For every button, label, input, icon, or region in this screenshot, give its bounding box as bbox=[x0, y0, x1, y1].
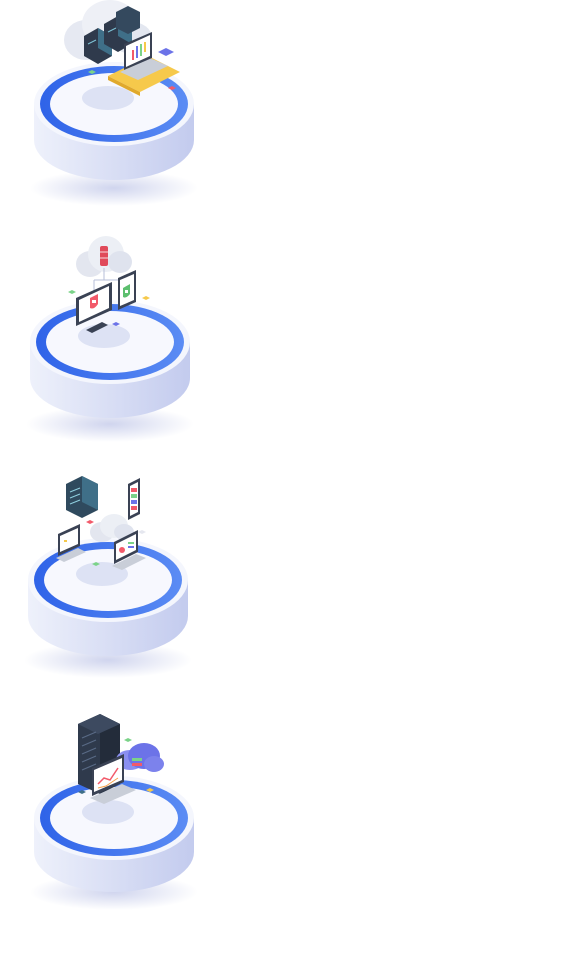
cloud-datacenter-illustration bbox=[20, 0, 210, 220]
server-rack-icon bbox=[66, 476, 98, 518]
accent-cube bbox=[138, 530, 146, 534]
dashboard-icon bbox=[112, 530, 146, 570]
server-rack-icon bbox=[84, 6, 140, 64]
cloud-datacenter-graphic bbox=[30, 0, 198, 206]
accent-cube bbox=[88, 70, 96, 74]
cloud-security-illustration bbox=[20, 232, 210, 452]
laptop-icon bbox=[108, 32, 180, 96]
server-analytics-illustration bbox=[20, 708, 210, 928]
accent-cube bbox=[168, 86, 176, 90]
accent-cube bbox=[146, 788, 154, 792]
smartphone-icon bbox=[128, 478, 140, 520]
database-icon bbox=[100, 246, 108, 266]
tablet-icon bbox=[118, 270, 136, 310]
accent-cube bbox=[86, 520, 94, 524]
accent-cube bbox=[124, 738, 132, 742]
platform bbox=[26, 300, 194, 442]
server-analytics-graphic bbox=[30, 714, 198, 910]
platform bbox=[30, 62, 198, 206]
platform bbox=[24, 538, 192, 678]
accent-cube bbox=[92, 562, 100, 566]
cloud-security-graphic bbox=[26, 236, 194, 442]
analytics-chart-icon bbox=[132, 42, 146, 60]
accent-cube bbox=[112, 322, 120, 326]
accent-cube bbox=[142, 296, 150, 300]
line-chart-icon bbox=[97, 767, 119, 789]
laptop-icon bbox=[90, 754, 136, 804]
platform bbox=[30, 776, 198, 910]
shield-lock-icon bbox=[123, 284, 130, 298]
laptop-icon bbox=[56, 524, 86, 562]
multi-device-sync-graphic bbox=[24, 476, 192, 678]
shield-lock-icon bbox=[90, 294, 98, 309]
monitor-icon bbox=[76, 282, 112, 333]
multi-device-sync-illustration bbox=[20, 470, 210, 690]
accent-cube bbox=[68, 290, 76, 294]
accent-cube bbox=[158, 48, 174, 56]
accent-cube bbox=[78, 790, 86, 794]
